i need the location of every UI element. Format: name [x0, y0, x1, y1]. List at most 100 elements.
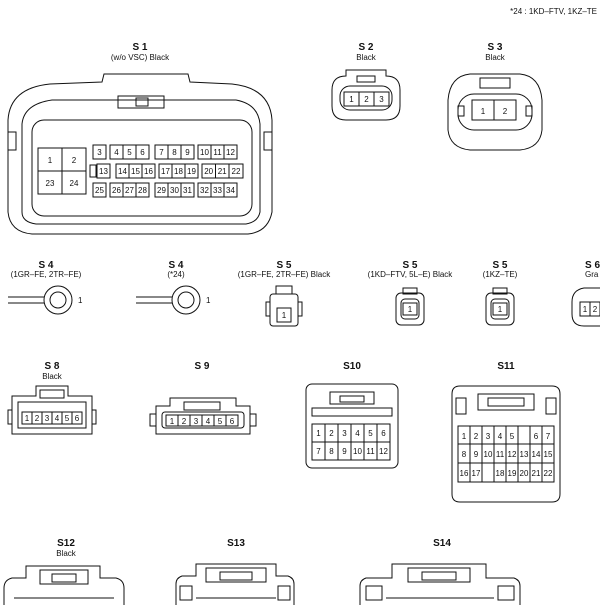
- s1-label: S 1: [132, 42, 147, 53]
- s8-pin: 6: [75, 414, 80, 423]
- s8-pin: 2: [35, 414, 40, 423]
- s10-pin: 5: [368, 429, 373, 438]
- s5a-label: S 5: [276, 260, 291, 271]
- s1-pin: 15: [131, 167, 140, 176]
- s1-pin: 2: [72, 156, 77, 165]
- s11-pin: 8: [462, 450, 467, 459]
- connector-s1: S 1 (w/o VSC) Black 1 2 23 24 3 4 5 6 7 …: [7, 42, 273, 235]
- s1-side-rib-right: [263, 131, 273, 151]
- connector-s3: S 3 Black 1 2: [447, 42, 543, 151]
- s11-pin: 22: [544, 469, 553, 478]
- s1-pin: 19: [187, 167, 196, 176]
- connector-s8: S 8 Black 1 2 3 4 5 6: [7, 361, 97, 435]
- s11-pin: 17: [472, 469, 481, 478]
- s1-pin: 1: [48, 156, 53, 165]
- s1-pin: 28: [138, 186, 147, 195]
- s11-pin: 6: [534, 432, 539, 441]
- s4b-pin: 1: [206, 296, 211, 305]
- s11-pin: 12: [508, 450, 517, 459]
- s11-pin: 7: [546, 432, 551, 441]
- s5c-sublabel: (1KZ–TE): [483, 270, 518, 279]
- s11-pin: 10: [484, 450, 493, 459]
- s8-housing: [11, 385, 93, 435]
- s2-sublabel: Black: [356, 53, 377, 62]
- connector-s10: S10 1 2 3 4 5 6 7 8 9 10 11 12: [305, 361, 399, 469]
- s4a-pin: 1: [78, 296, 83, 305]
- s10-pin: 7: [316, 447, 321, 456]
- s10-pin: 4: [355, 429, 360, 438]
- s10-pin: 11: [366, 447, 375, 456]
- s1-pin: 23: [46, 179, 55, 188]
- s1-pin: 32: [200, 186, 209, 195]
- s10-pin: 2: [329, 429, 334, 438]
- s1-pin: 21: [218, 167, 227, 176]
- s11-pin: 15: [544, 450, 553, 459]
- s1-housing-inner: [21, 99, 261, 225]
- s5c-pin: 1: [498, 305, 503, 314]
- s6-sublabel: Gra: [585, 270, 599, 279]
- s11-pin: 1: [462, 432, 467, 441]
- s1-pin: 16: [144, 167, 153, 176]
- s11-pin: 2: [474, 432, 479, 441]
- s4b-sublabel: (*24): [167, 270, 185, 279]
- s10-pin: 1: [316, 429, 321, 438]
- s11-label: S11: [497, 361, 515, 372]
- s11-pin: 9: [474, 450, 479, 459]
- s1-sublabel: (w/o VSC) Black: [111, 53, 170, 62]
- s1-pin: 8: [172, 148, 177, 157]
- connector-s14: S14: [359, 538, 521, 605]
- s8-pin: 1: [25, 414, 30, 423]
- s1-pin: 27: [125, 186, 134, 195]
- s11-pin: 3: [486, 432, 491, 441]
- s10-pin: 10: [353, 447, 362, 456]
- s10-pin: 12: [379, 447, 388, 456]
- s6-pin: 1: [583, 305, 588, 314]
- s5a-pin: 1: [282, 311, 287, 320]
- s1-pin: 12: [226, 148, 235, 157]
- s3-pin: 1: [481, 107, 486, 116]
- s9-housing: [155, 397, 251, 435]
- connector-s5-1gr: S 5 (1GR–FE, 2TR–FE) Black 1: [238, 260, 331, 327]
- s4a-label: S 4: [38, 260, 53, 271]
- s1-pin: 29: [157, 186, 166, 195]
- connector-s11: S11 1 2 3 4 5 6 7 8 9 10 11 12 13 14 15 …: [451, 361, 561, 503]
- s3-label: S 3: [487, 42, 502, 53]
- s5a-sublabel: (1GR–FE, 2TR–FE) Black: [238, 270, 331, 279]
- s11-pin: 11: [496, 450, 505, 459]
- s11-pin: 21: [532, 469, 541, 478]
- s9-pin: 3: [194, 417, 199, 426]
- s10-pin: 3: [342, 429, 347, 438]
- s8-label: S 8: [44, 361, 59, 372]
- s11-pin: 16: [460, 469, 469, 478]
- s1-pin-frame: [31, 119, 253, 217]
- s10-label: S10: [343, 361, 361, 372]
- s6-label: S 6: [585, 260, 600, 271]
- s10-pin: 6: [381, 429, 386, 438]
- s14-label: S14: [433, 538, 451, 549]
- s1-pin: 17: [161, 167, 170, 176]
- s6-pin: 2: [593, 305, 598, 314]
- s8-pin: 5: [65, 414, 70, 423]
- s1-pin: 22: [232, 167, 241, 176]
- s1-pin: 4: [114, 148, 119, 157]
- connector-s13: S13: [175, 538, 295, 605]
- s1-pin: 18: [174, 167, 183, 176]
- s10-pin: 8: [329, 447, 334, 456]
- engine-note: *24 : 1KD–FTV, 1KZ–TE: [510, 7, 597, 16]
- s9-pin: 5: [218, 417, 223, 426]
- s2-label: S 2: [358, 42, 373, 53]
- connector-s6: S 6 Gra 1 2: [571, 260, 600, 327]
- s1-pin: 13: [99, 167, 108, 176]
- connector-s9: S 9 1 2 3 4 5 6: [149, 361, 257, 435]
- connector-s5-1kd: S 5 (1KD–FTV, 5L–E) Black 1: [368, 260, 453, 326]
- s9-pin: 6: [230, 417, 235, 426]
- s4a-sublabel: (1GR–FE, 2TR–FE): [11, 270, 82, 279]
- s11-housing: [451, 385, 561, 503]
- s12-sublabel: Black: [56, 549, 77, 558]
- s9-pin: 1: [170, 417, 175, 426]
- s1-pin: 34: [226, 186, 235, 195]
- s1-pin: 25: [95, 186, 104, 195]
- s3-pin: 2: [503, 107, 508, 116]
- s13-label: S13: [227, 538, 245, 549]
